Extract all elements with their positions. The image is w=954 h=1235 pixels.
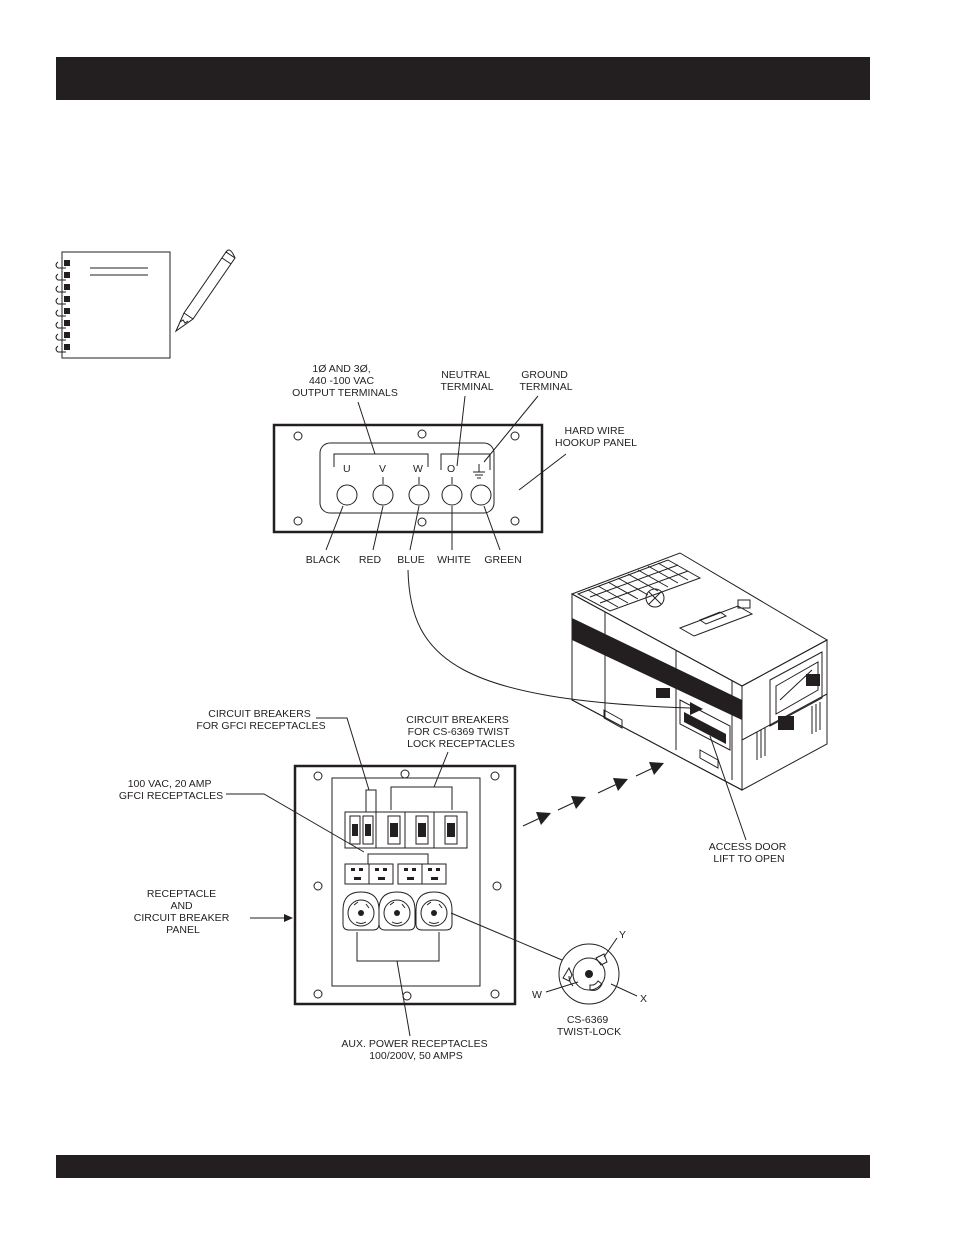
terminal-w-label: W: [413, 463, 423, 475]
generator-unit: MQ POWER: [570, 552, 829, 791]
svg-text:GREEN: GREEN: [484, 554, 521, 566]
hard-wire-hookup-panel: U V W O: [272, 423, 544, 534]
gfci-receptacles-label: 100 VAC, 20 AMP GFCI RECEPTACLES: [119, 778, 223, 802]
receptacle-panel-label: RECEPTACLE AND CIRCUIT BREAKER PANEL: [134, 888, 232, 936]
gfci-receptacles: [344, 863, 447, 885]
cb-twistlock-label: CIRCUIT BREAKERS FOR CS-6369 TWIST LOCK …: [406, 714, 515, 750]
pencil-icon: [174, 249, 236, 333]
receptacle-circuit-breaker-panel: [293, 764, 517, 1006]
neutral-terminal-label: NEUTRAL TERMINAL: [440, 369, 493, 393]
terminal-o-label: O: [447, 463, 455, 475]
notebook-pencil-icon: [55, 249, 236, 359]
header-bar: [56, 57, 870, 100]
pin-y-label: Y: [619, 929, 626, 941]
access-door-label: ACCESS DOOR LIFT TO OPEN: [709, 841, 790, 865]
wire-color-labels: BLACK RED BLUE WHITE GREEN: [306, 554, 522, 566]
circuit-breakers: [344, 811, 468, 849]
svg-text:BLUE: BLUE: [397, 554, 424, 566]
aux-twist-lock-receptacles: [342, 891, 453, 931]
svg-text:WHITE: WHITE: [437, 554, 471, 566]
svg-text:RED: RED: [359, 554, 382, 566]
pin-x-label: X: [640, 993, 647, 1005]
terminal-v-label: V: [379, 463, 386, 475]
svg-text:BLACK: BLACK: [306, 554, 340, 566]
ground-terminal-label: GROUND TERMINAL: [519, 369, 572, 393]
twist-lock-label: CS-6369 TWIST-LOCK: [557, 1014, 621, 1038]
cb-gfci-label: CIRCUIT BREAKERS FOR GFCI RECEPTACLES: [196, 708, 325, 732]
footer-bar: [56, 1155, 870, 1178]
hard-wire-panel-label: HARD WIRE HOOKUP PANEL: [555, 425, 637, 449]
output-terminals-label: 1Ø AND 3Ø, 440 -100 VAC OUTPUT TERMINALS: [292, 363, 398, 399]
aux-receptacles-label: AUX. POWER RECEPTACLES 100/200V, 50 AMPS: [341, 1038, 490, 1062]
pin-w-label: W: [532, 989, 542, 1001]
direction-arrows: [522, 762, 664, 827]
terminal-u-label: U: [343, 463, 351, 475]
output-terminal-knobs: [336, 484, 492, 506]
cs-6369-twist-lock-detail: [558, 943, 620, 1005]
